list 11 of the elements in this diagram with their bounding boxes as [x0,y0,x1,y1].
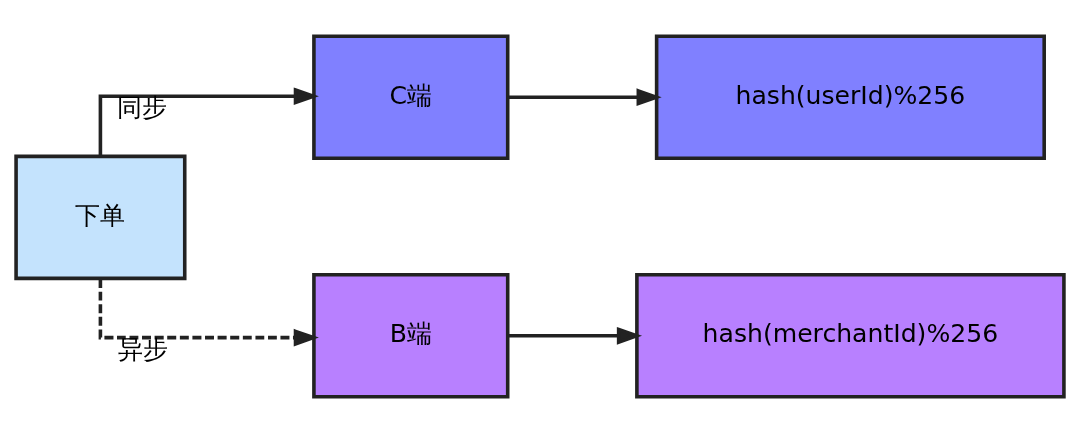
arrow [507,326,642,345]
arrow [98,278,319,346]
node-box: C端 [312,33,510,160]
edge-label: 异步 [117,334,168,364]
node-box: hash(userId)%256 [654,33,1046,160]
edge-label: 同步 [117,92,168,122]
node-box: B端 [312,272,510,399]
node-box: hash(merchantId)%256 [635,272,1066,399]
arrow [98,86,319,156]
node-box: 下单 [14,154,187,280]
arrow [507,87,662,106]
